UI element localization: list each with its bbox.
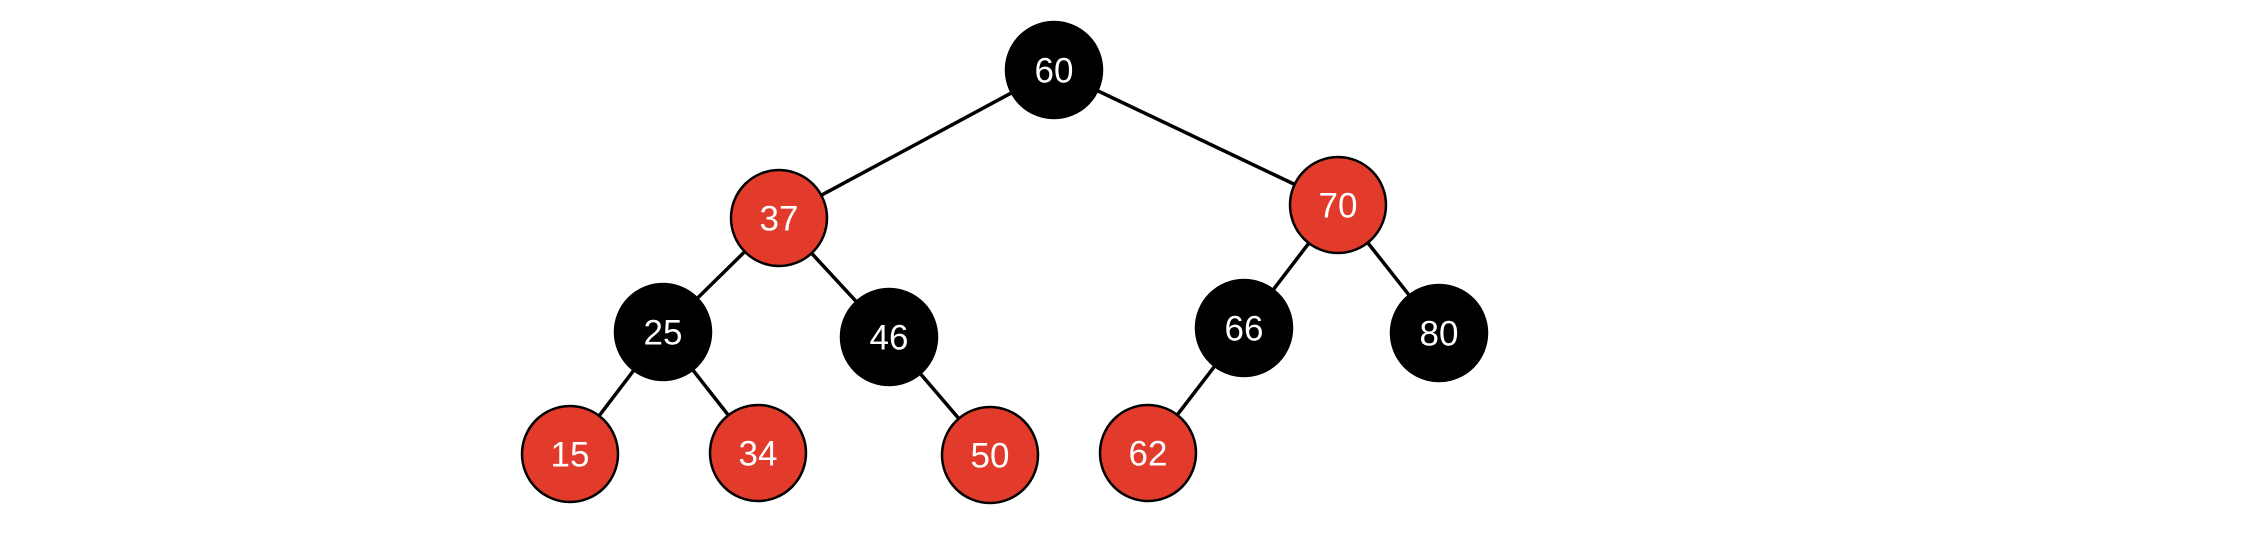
node-label-80: 80	[1420, 314, 1459, 353]
node-circle-60	[1004, 20, 1104, 120]
tree-node-37: 37	[729, 168, 829, 268]
node-circle-62	[1098, 403, 1198, 503]
node-circle-50	[940, 405, 1040, 505]
node-label-46: 46	[870, 318, 909, 357]
node-label-62: 62	[1129, 434, 1168, 473]
node-label-15: 15	[551, 435, 590, 474]
node-circle-46	[839, 287, 939, 387]
tree-node-15: 15	[520, 404, 620, 504]
tree-node-34: 34	[708, 403, 808, 503]
tree-edge-60-70	[1053, 68, 1339, 207]
node-circle-25	[613, 282, 713, 382]
node-label-25: 25	[644, 313, 683, 352]
tree-nodes-layer: 60 37 70 25 46 66 80 15 34 50 62	[520, 20, 1489, 505]
node-label-66: 66	[1225, 309, 1264, 348]
node-label-50: 50	[971, 436, 1010, 475]
tree-node-62: 62	[1098, 403, 1198, 503]
node-circle-15	[520, 404, 620, 504]
node-circle-37	[729, 168, 829, 268]
tree-edges-layer	[568, 68, 1441, 457]
tree-node-80: 80	[1389, 283, 1489, 383]
tree-node-70: 70	[1288, 155, 1388, 255]
node-circle-34	[708, 403, 808, 503]
tree-node-50: 50	[940, 405, 1040, 505]
node-circle-66	[1194, 278, 1294, 378]
node-circle-80	[1389, 283, 1489, 383]
node-label-37: 37	[760, 199, 799, 238]
node-circle-70	[1288, 155, 1388, 255]
tree-node-60: 60	[1004, 20, 1104, 120]
tree-node-46: 46	[839, 287, 939, 387]
tree-node-66: 66	[1194, 278, 1294, 378]
tree-node-25: 25	[613, 282, 713, 382]
node-label-70: 70	[1319, 186, 1358, 225]
node-label-34: 34	[739, 434, 778, 473]
tree-edge-60-37	[778, 68, 1055, 220]
node-label-60: 60	[1035, 51, 1074, 90]
